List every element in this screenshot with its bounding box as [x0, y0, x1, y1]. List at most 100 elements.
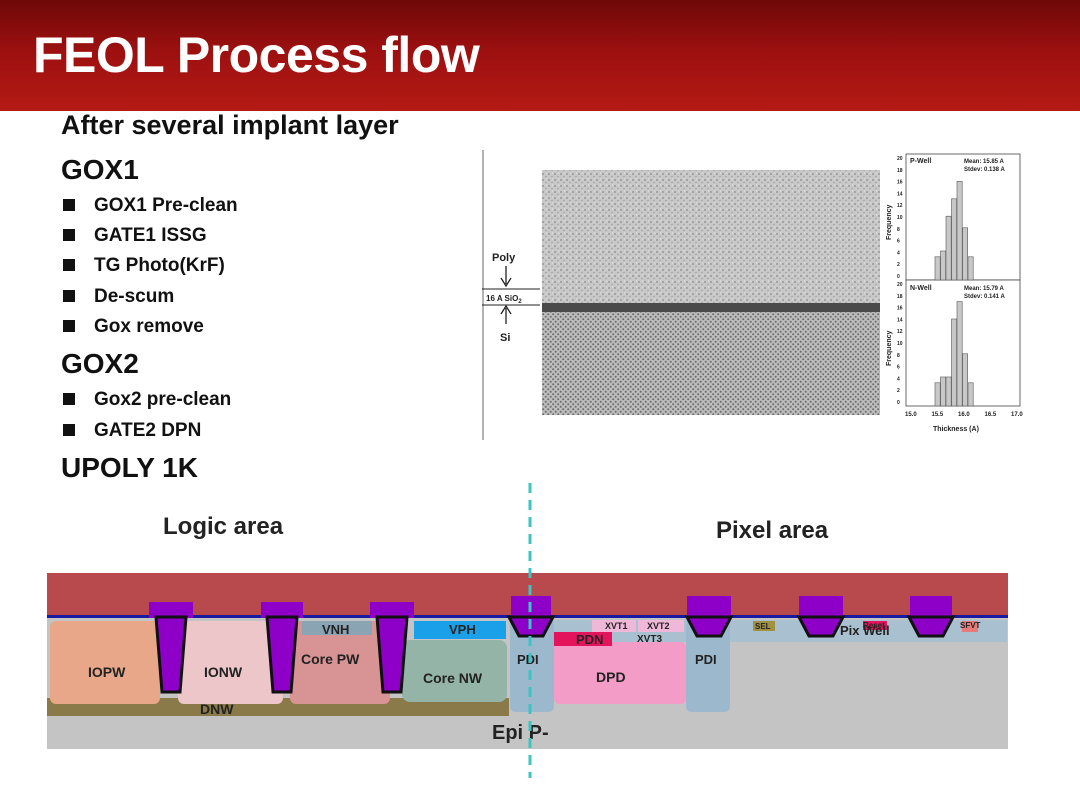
y-tick-label: 14 — [897, 317, 903, 323]
cross-section-diagram: Logic area Pixel area IOPW IONW Core PW … — [40, 480, 1020, 780]
y-tick-label: 2 — [897, 262, 900, 268]
tem-poly-region — [542, 170, 880, 303]
bullet-icon — [63, 290, 75, 302]
bullet-icon — [63, 424, 75, 436]
tem-si-region — [542, 312, 880, 415]
gox1-step: De-scum — [94, 286, 174, 308]
top-hist-name: P-Well — [910, 158, 931, 165]
y-tick-label: 20 — [897, 282, 903, 288]
y-tick-label: 20 — [897, 156, 903, 162]
y-tick-label: 4 — [897, 376, 900, 382]
gox1-step: GATE1 ISSG — [94, 225, 207, 247]
bullet-icon — [63, 320, 75, 332]
sti-fill — [156, 617, 186, 692]
core-nw-label: Core NW — [423, 670, 483, 686]
x-tick-label: 16.0 — [958, 412, 970, 418]
si-label: Si — [500, 332, 510, 344]
y-tick-label: 10 — [897, 215, 903, 221]
x-tick-label: 16.5 — [985, 412, 997, 418]
histogram-panel: P-Well Mean: 15.85 A Stdev: 0.138 A N-We… — [886, 154, 1023, 433]
iopw-well — [50, 621, 160, 704]
sti-trench — [909, 596, 953, 636]
y-tick-label: 12 — [897, 329, 903, 335]
histogram-bar — [946, 377, 951, 406]
y-tick-label: 6 — [897, 365, 900, 371]
histogram-bar — [935, 257, 940, 280]
y-tick-label: 14 — [897, 191, 903, 197]
y-tick-label: 6 — [897, 239, 900, 245]
histogram-bar — [941, 377, 946, 406]
histogram-bar — [963, 228, 968, 280]
xvt2-label: XVT2 — [647, 621, 670, 631]
gox1-heading: GOX1 — [61, 154, 139, 186]
histogram-bar — [952, 319, 957, 406]
sti-fill — [377, 617, 407, 692]
sti-cap — [687, 596, 731, 618]
gox2-step: Gox2 pre-clean — [94, 389, 231, 411]
top-hist-stdev: Stdev: 0.138 A — [964, 167, 1005, 173]
y-tick-label: 16 — [897, 180, 903, 186]
sfvt-label: SFVT — [960, 621, 981, 630]
tem-figure: Poly 16 A SiO2 Si P-Well Mean: 15.85 A S… — [482, 148, 1042, 440]
bottom-hist-ylabel: Frequency — [886, 330, 893, 366]
pix-well-label: Pix Well — [840, 623, 890, 638]
xvt1-label: XVT1 — [605, 621, 628, 631]
x-tick-label: 17.0 — [1011, 412, 1023, 418]
ionw-label: IONW — [204, 664, 243, 680]
y-tick-label: 4 — [897, 250, 900, 256]
pdi-label: PDI — [517, 652, 539, 667]
y-tick-label: 2 — [897, 388, 900, 394]
pdn-label: PDN — [576, 632, 603, 647]
histogram-bar — [968, 383, 973, 406]
sti-trench — [687, 596, 731, 636]
gox2-heading: GOX2 — [61, 348, 139, 380]
sel-label: SEL — [755, 622, 771, 631]
gox1-step: GOX1 Pre-clean — [94, 195, 238, 217]
arrow-down-icon — [501, 266, 511, 286]
dpd-label: DPD — [596, 669, 626, 685]
sti-cap — [910, 596, 952, 618]
histogram-bar — [963, 354, 968, 406]
bullet-icon — [63, 259, 75, 271]
sti-cap — [799, 596, 843, 618]
core-pw-label: Core PW — [301, 651, 360, 667]
gox1-step: TG Photo(KrF) — [94, 255, 225, 277]
iopw-label: IOPW — [88, 664, 126, 680]
histogram-xlabel: Thickness (A) — [933, 426, 979, 433]
histogram-bar — [957, 181, 962, 280]
pdi-label: PDI — [695, 652, 717, 667]
y-tick-label: 12 — [897, 203, 903, 209]
sti-fill — [267, 617, 297, 692]
bottom-hist-name: N-Well — [910, 285, 932, 292]
logic-area-label: Logic area — [163, 513, 284, 540]
y-tick-label: 0 — [897, 400, 900, 406]
bullet-icon — [63, 229, 75, 241]
intro-heading: After several implant layer — [61, 110, 399, 141]
title-bar: FEOL Process flow — [0, 0, 1080, 111]
dnw-label: DNW — [200, 701, 234, 717]
histogram-bar — [952, 199, 957, 280]
epi-label: Epi P- — [492, 722, 549, 744]
histogram-bar — [968, 257, 973, 280]
slide-title: FEOL Process flow — [33, 26, 479, 84]
bottom-hist-stdev: Stdev: 0.141 A — [964, 294, 1005, 300]
histogram-bar — [957, 302, 962, 406]
y-tick-label: 8 — [897, 353, 900, 359]
gox2-step: GATE2 DPN — [94, 420, 201, 442]
vph-label: VPH — [449, 622, 476, 637]
histogram-bar — [946, 216, 951, 280]
bottom-hist-mean: Mean: 15.79 A — [964, 286, 1004, 292]
y-tick-label: 18 — [897, 168, 903, 174]
y-tick-label: 18 — [897, 294, 903, 300]
y-tick-label: 8 — [897, 227, 900, 233]
arrow-up-icon — [501, 306, 511, 324]
tem-oxide-band — [542, 303, 880, 312]
top-hist-ylabel: Frequency — [886, 204, 893, 240]
histogram-bar — [935, 383, 940, 406]
sti-trench — [799, 596, 843, 636]
vnh-label: VNH — [322, 622, 349, 637]
y-tick-label: 10 — [897, 341, 903, 347]
gox1-step: Gox remove — [94, 316, 204, 338]
